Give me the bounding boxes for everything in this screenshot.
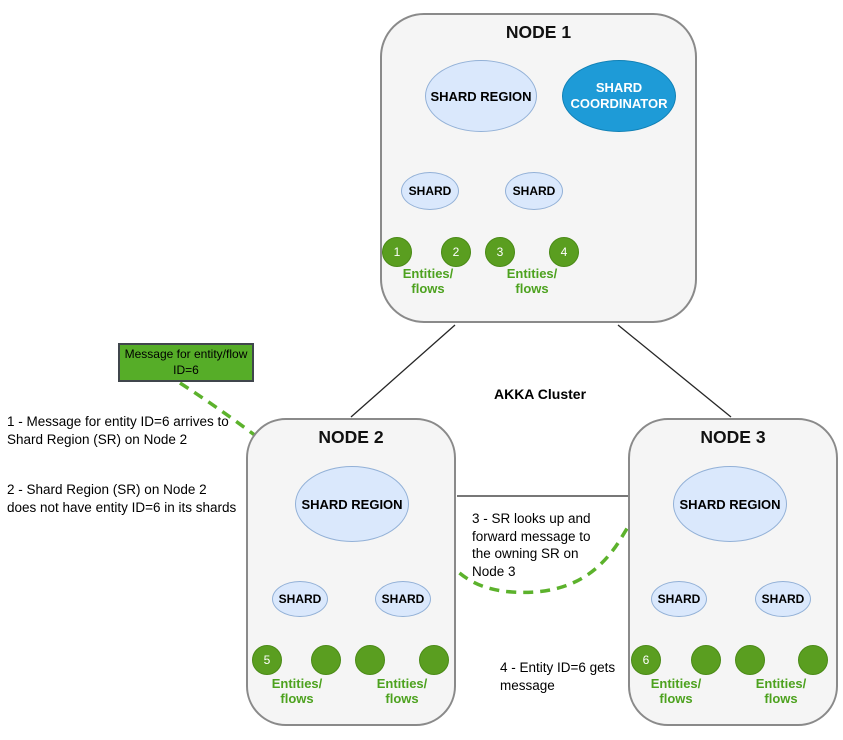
- node-1-title: NODE 1: [505, 22, 572, 42]
- annotation-step-2: 2 - Shard Region (SR) on Node 2 does not…: [7, 482, 237, 515]
- node-1-shard-1: SHARD: [401, 172, 459, 210]
- node-1-entities-label-2: Entities/ flows: [506, 266, 558, 296]
- node-2-shard-2: SHARD: [375, 581, 431, 617]
- node-1-entity-1: 1: [382, 237, 412, 267]
- node-1-shard-2: SHARD: [505, 172, 563, 210]
- node-1-container: NODE 1 SHARD REGION SHARD COORDINATOR SH…: [380, 13, 697, 323]
- node-3-entity: [691, 645, 721, 675]
- node-2-title: NODE 2: [318, 427, 384, 447]
- node-3-shard-1: SHARD: [651, 581, 707, 617]
- node-3-entity: [735, 645, 765, 675]
- node-2-entity-5: 5: [252, 645, 282, 675]
- node-2-entity: [311, 645, 341, 675]
- node-1-entity-2: 2: [441, 237, 471, 267]
- node-1-entity-3: 3: [485, 237, 515, 267]
- node-3-entities-label-1: Entities/ flows: [650, 676, 702, 706]
- node-2-entity: [355, 645, 385, 675]
- node-2-entities-label-1: Entities/ flows: [271, 676, 323, 706]
- link-node1-node2: [350, 324, 456, 418]
- node-2-shard-region: SHARD REGION: [295, 466, 409, 542]
- node-2-container: NODE 2 SHARD REGION SHARD SHARD 5 Entiti…: [246, 418, 456, 726]
- node-3-shard-region: SHARD REGION: [673, 466, 787, 542]
- annotation-step-1: 1 - Message for entity ID=6 arrives to S…: [7, 414, 229, 447]
- annotation-step-4: 4 - Entity ID=6 gets message: [500, 660, 616, 693]
- shard-coordinator: SHARD COORDINATOR: [562, 60, 676, 132]
- node-3-title: NODE 3: [700, 427, 766, 447]
- node-2-shard-1: SHARD: [272, 581, 328, 617]
- node-1-entities-label-1: Entities/ flows: [402, 266, 454, 296]
- link-node1-node3: [617, 324, 732, 418]
- node-2-entities-label-2: Entities/ flows: [376, 676, 428, 706]
- node-3-entities-label-2: Entities/ flows: [755, 676, 807, 706]
- node-3-entity-6: 6: [631, 645, 661, 675]
- node-3-entity: [798, 645, 828, 675]
- node-3-shard-2: SHARD: [755, 581, 811, 617]
- node-3-container: NODE 3 SHARD REGION SHARD SHARD 6 Entiti…: [628, 418, 838, 726]
- node-2-entity: [419, 645, 449, 675]
- cluster-label: AKKA Cluster: [493, 386, 587, 402]
- annotation-step-3: 3 - SR looks up and forward message to t…: [472, 511, 591, 579]
- node-1-entity-4: 4: [549, 237, 579, 267]
- message-box: Message for entity/flow ID=6: [118, 343, 254, 382]
- node-1-shard-region: SHARD REGION: [425, 60, 537, 132]
